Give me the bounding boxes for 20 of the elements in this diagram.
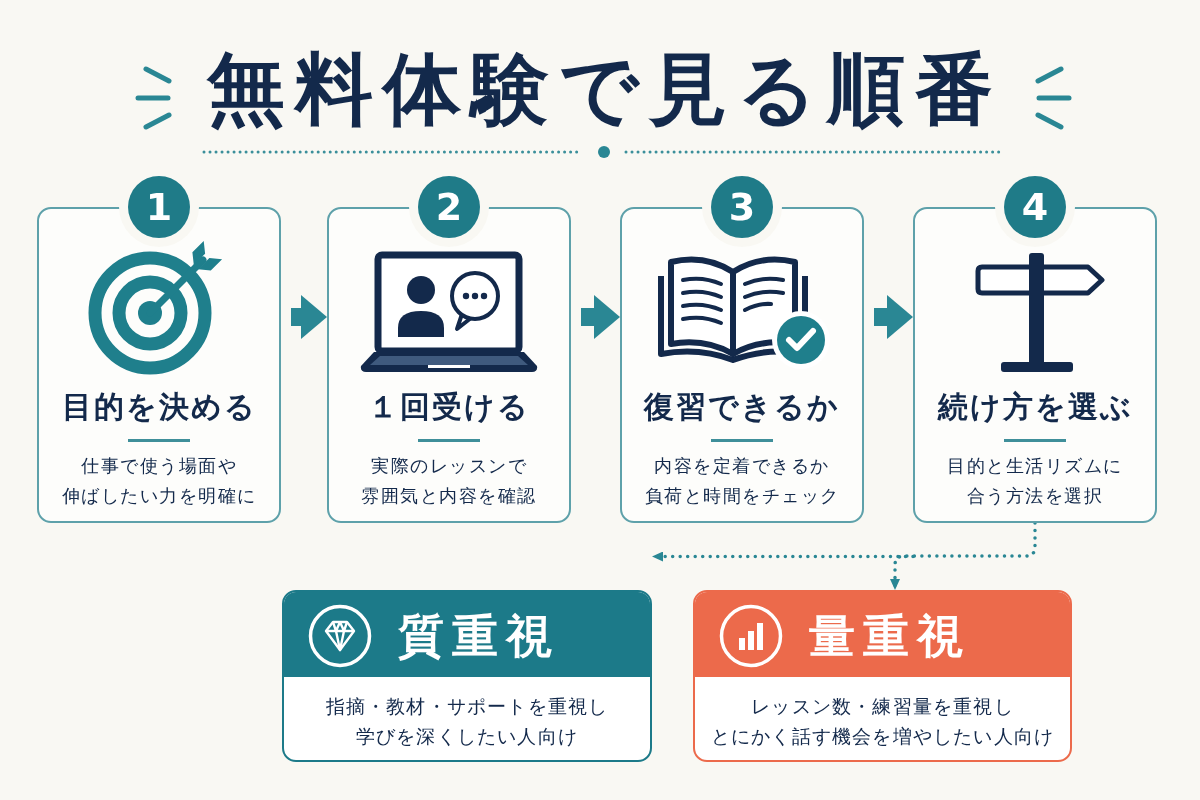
arrow (291, 295, 327, 339)
arrow (581, 295, 620, 339)
step-description: 目的と生活リズムに合う方法を選択 (947, 454, 1123, 508)
step-heading: 復習できるか (644, 388, 840, 426)
step-heading: 続け方を選ぶ (937, 388, 1133, 426)
title: 無料体験で見る順番 (207, 43, 1003, 136)
option-card (282, 590, 652, 762)
step-heading: 目的を決める (61, 388, 257, 426)
dotted-arrow (650, 551, 915, 562)
option-title: 量重視 (809, 608, 971, 664)
step-description: 仕事で使う場面や伸ばしたい力を明確に (61, 454, 257, 508)
step-description: 実際のレッスンで雰囲気と内容を確認 (361, 454, 537, 508)
option-description: 指摘・教材・サポートを重視し学びを深くしたい人向け (325, 694, 609, 749)
step-heading: １回受ける (368, 388, 530, 426)
option-title: 質重視 (398, 608, 560, 664)
option-card (693, 590, 1072, 762)
arrow (874, 295, 913, 339)
option-description: レッスン数・練習量を重視しとにかく話す機会を増やしたい人向け (710, 694, 1055, 749)
step-description: 内容を定着できるか負荷と時間をチェック (644, 454, 840, 508)
dotted-arrow (890, 521, 1037, 592)
